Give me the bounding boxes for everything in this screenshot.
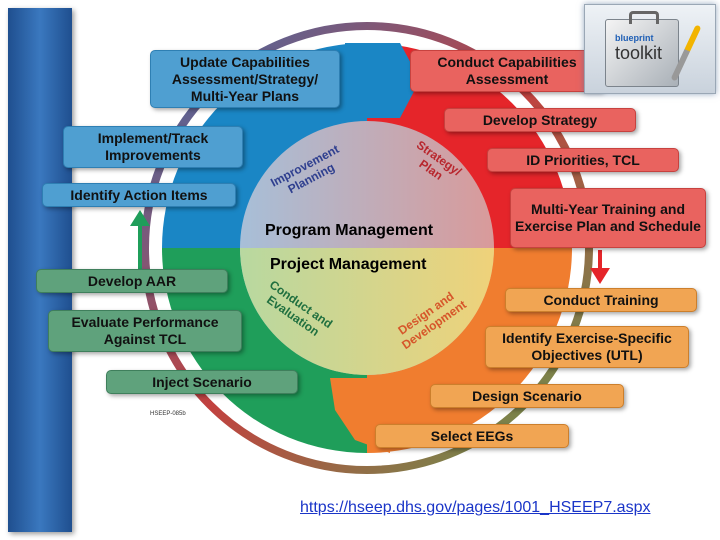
box-multi-year-plan: Multi-Year Training and Exercise Plan an… (510, 188, 706, 248)
box-implement-track: Implement/Track Improvements (63, 126, 243, 168)
outer-ring (141, 22, 593, 474)
box-design-scenario: Design Scenario (430, 384, 624, 408)
toolbox-handle (629, 11, 659, 24)
source-link[interactable]: https://hseep.dhs.gov/pages/1001_HSEEP7.… (300, 499, 651, 516)
box-conduct-capabilities: Conduct Capabilities Assessment (410, 50, 604, 92)
arrow-blue (345, 43, 420, 118)
inner-bottom (240, 248, 494, 375)
arrow-up-green-head (130, 210, 150, 226)
box-evaluate-performance: Evaluate Performance Against TCL (48, 310, 242, 352)
program-management-label: Program Management (265, 222, 434, 239)
box-select-eegs: Select EEGs (375, 424, 569, 448)
project-management-label: Project Management (270, 256, 427, 273)
logo-line2: toolkit (615, 43, 663, 63)
blueprint-toolkit-logo: blueprint toolkit (584, 4, 716, 94)
logo-line1: blueprint (615, 33, 654, 43)
arrow-down-red-head (590, 268, 610, 284)
box-update-capabilities: Update Capabilities Assessment/Strategy/… (150, 50, 340, 108)
box-id-priorities: ID Priorities, TCL (487, 148, 679, 172)
document-code: HSEEP-085b (150, 411, 186, 417)
box-develop-strategy: Develop Strategy (444, 108, 636, 132)
box-identify-action-items: Identify Action Items (42, 183, 236, 207)
toolbox-icon (605, 19, 679, 87)
box-develop-aar: Develop AAR (36, 269, 228, 293)
box-conduct-training: Conduct Training (505, 288, 697, 312)
box-inject-scenario: Inject Scenario (106, 370, 298, 394)
box-identify-objectives: Identify Exercise-Specific Objectives (U… (485, 326, 689, 368)
